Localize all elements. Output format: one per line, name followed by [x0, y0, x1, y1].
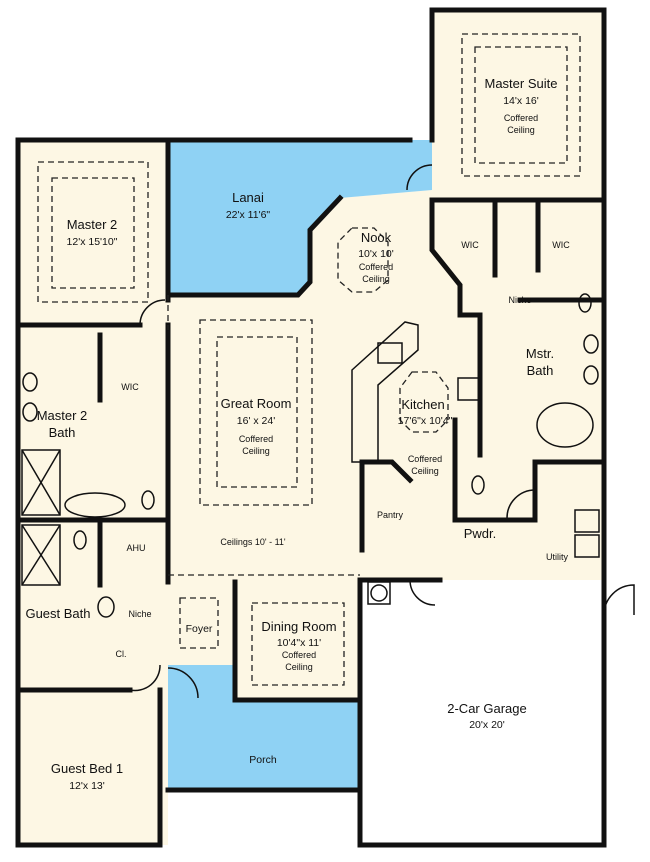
ac-unit-icon	[367, 581, 391, 605]
utility-label: Utility	[546, 552, 568, 562]
dining-label: Dining Room	[261, 619, 336, 634]
mstr-bath-label: Mstr.	[526, 346, 554, 361]
mstr-bath-label: Bath	[527, 363, 554, 378]
guest-bed-size: 12'x 13'	[69, 780, 105, 792]
ahu-label: AHU	[126, 543, 145, 553]
garage-label: 2-Car Garage	[447, 701, 526, 716]
wic-label: WIC	[552, 240, 570, 250]
nook-ceiling: Ceiling	[362, 274, 390, 284]
toilet-icon	[73, 530, 87, 550]
toilet-icon	[471, 475, 485, 495]
guest-bed-label: Guest Bed 1	[51, 761, 123, 776]
coffered-ceilings	[37, 33, 581, 686]
door-lanai[interactable]	[406, 164, 433, 191]
dining-size: 10'4"x 11'	[277, 637, 321, 649]
kitchen-size: 17'6"x 10'4"	[398, 415, 453, 427]
sink-icon	[583, 334, 599, 354]
master-suite-label: Master Suite	[485, 76, 558, 91]
walls	[15, 7, 607, 848]
door-master2[interactable]	[139, 299, 166, 326]
kitchen-ceiling: Coffered	[408, 454, 442, 464]
nook-label: Nook	[361, 230, 392, 245]
kitchen-counter	[351, 321, 419, 463]
pantry-label: Pantry	[377, 510, 404, 520]
door-garage-entry[interactable]	[409, 579, 436, 606]
lanai-floor	[168, 140, 432, 295]
garage-floor	[360, 582, 604, 845]
lanai-label: Lanai	[232, 190, 264, 205]
kitchen-ceiling: Ceiling	[411, 466, 439, 476]
door-front[interactable]	[167, 667, 199, 699]
great-room-label: Great Room	[221, 396, 292, 411]
main-floor	[18, 138, 168, 845]
master2-bath-label: Master 2	[37, 408, 88, 423]
niche-label: Niche	[508, 295, 531, 305]
sink-icon	[22, 372, 38, 392]
sink-icon	[97, 596, 115, 618]
door-garage-side[interactable]	[603, 584, 635, 616]
washer-icon	[574, 509, 600, 533]
master2-label: Master 2	[67, 217, 118, 232]
door-guest-bed[interactable]	[129, 664, 161, 692]
dining-ceiling: Ceiling	[285, 662, 313, 672]
fixtures	[21, 293, 600, 618]
foyer-label: Foyer	[186, 623, 213, 635]
master-suite-floor	[432, 10, 604, 200]
pwdr-label: Pwdr.	[464, 526, 497, 541]
shower-icon	[21, 524, 61, 586]
dryer-icon	[574, 534, 600, 558]
room-labels: Master Suite 14'x 16' Coffered Ceiling M…	[25, 76, 570, 792]
master-suite-size: 14'x 16'	[503, 95, 539, 107]
tub-icon	[536, 402, 594, 448]
master2-bath-label: Bath	[49, 425, 76, 440]
doors[interactable]	[129, 164, 635, 699]
porch-label: Porch	[249, 754, 277, 766]
lanai-size: 22'x 11'6"	[226, 209, 271, 221]
niche-label: Niche	[128, 609, 151, 619]
tub-icon	[64, 492, 126, 518]
sink-icon	[377, 342, 403, 364]
great-room-ceiling: Ceiling	[242, 446, 270, 456]
master-suite-ceiling: Coffered	[504, 113, 538, 123]
master-suite-ceiling: Ceiling	[507, 125, 535, 135]
dining-floor	[235, 582, 360, 700]
shower-icon	[21, 449, 61, 516]
toilet-icon	[141, 490, 155, 510]
guest-bath-label: Guest Bath	[25, 606, 90, 621]
garage-size: 20'x 20'	[469, 719, 505, 731]
door-pwdr[interactable]	[506, 489, 536, 519]
great-room-size: 16' x 24'	[237, 415, 275, 427]
dining-ceiling: Coffered	[282, 650, 316, 660]
sink-icon	[583, 365, 599, 385]
great-room-ceiling: Coffered	[239, 434, 273, 444]
kitchen-label: Kitchen	[401, 397, 444, 412]
floor-areas	[18, 10, 604, 845]
master2-size: 12'x 15'10"	[67, 236, 118, 248]
ceilings-note: Ceilings 10' - 11'	[220, 537, 286, 547]
nook-size: 10'x 10'	[358, 248, 394, 260]
sink-icon	[22, 402, 38, 422]
main-body-floor	[168, 190, 604, 700]
wic-label: WIC	[121, 382, 139, 392]
toilet-icon	[578, 293, 592, 313]
stove-icon	[457, 377, 481, 401]
nook-ceiling: Coffered	[359, 262, 393, 272]
wic-label: WIC	[461, 240, 479, 250]
closet-label: Cl.	[116, 649, 127, 659]
